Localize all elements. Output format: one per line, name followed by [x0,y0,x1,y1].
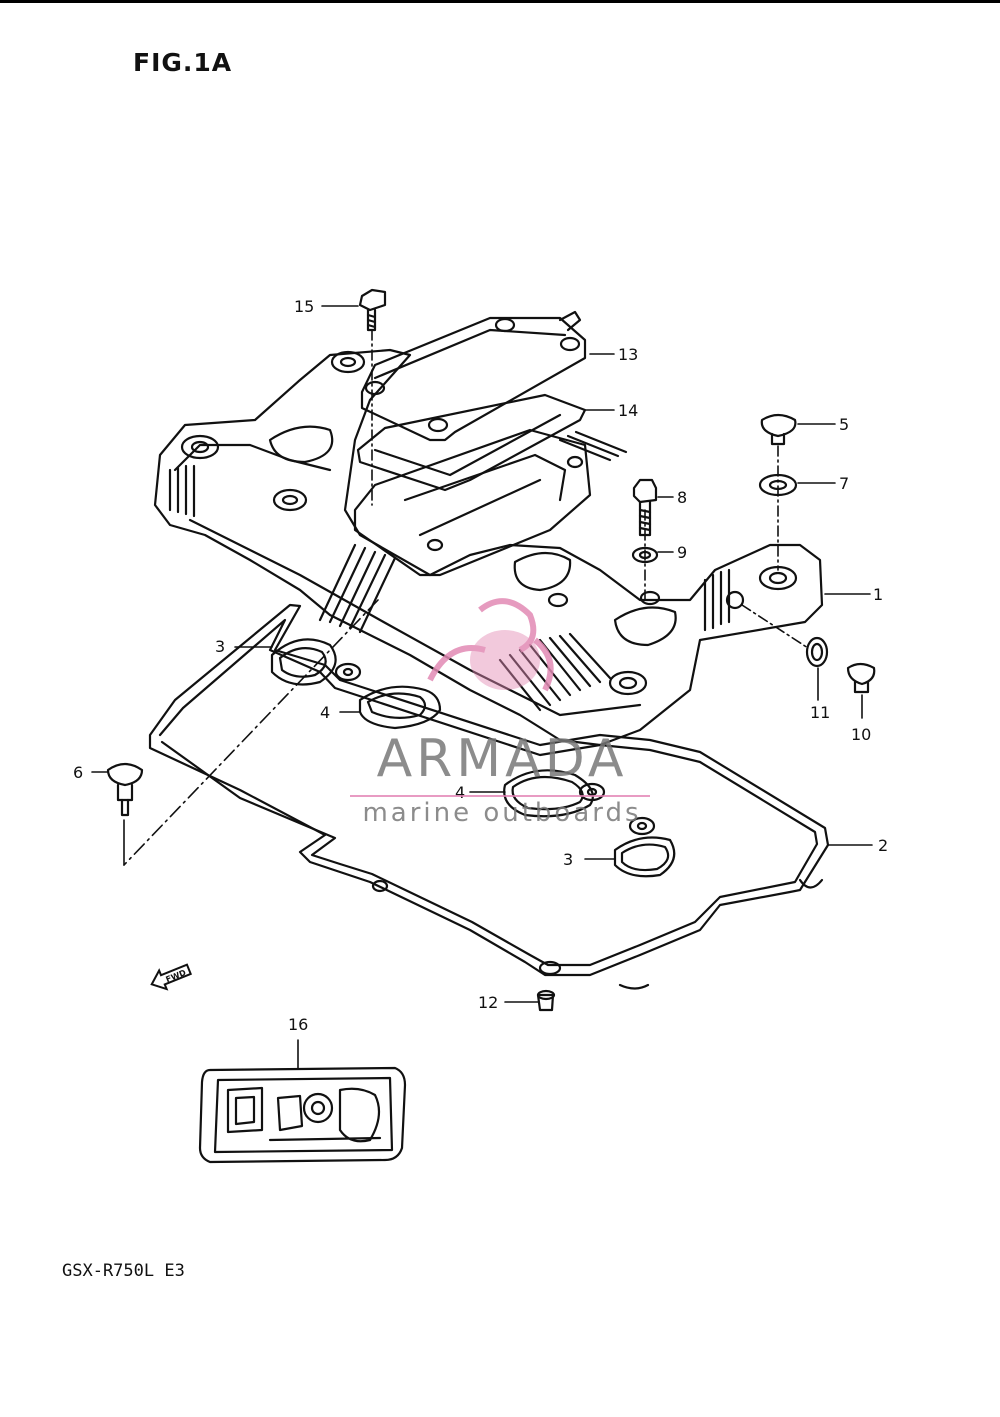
callout-16: 16 [288,1015,308,1034]
callout-4b: 4 [455,783,465,802]
callout-12: 12 [478,993,498,1012]
armada-logo-icon [427,598,554,692]
bolt-6 [106,762,144,817]
watermark-brand: ARMADA [376,729,628,789]
callout-4a: 4 [320,703,330,722]
callout-labels: 1 2 3 3 4 4 5 6 7 8 9 10 11 12 13 14 15 … [73,297,888,1034]
leader-lines [91,305,873,1069]
callout-9: 9 [677,543,687,562]
callout-11: 11 [810,703,830,722]
callout-5: 5 [839,415,849,434]
bolt-15 [358,288,387,332]
fwd-label: FWD [165,968,188,984]
breather-housing [353,428,592,577]
callout-1: 1 [873,585,883,604]
callout-6: 6 [73,763,83,782]
watermark-divider [350,795,650,797]
o-ring-11 [805,636,829,668]
cover-bolt-5 [760,413,797,446]
gasket-set [198,1066,407,1164]
head-cover-gasket [148,603,830,990]
callout-8: 8 [677,488,687,507]
callout-3b: 3 [563,850,573,869]
callout-10: 10 [851,725,871,744]
callout-14: 14 [618,401,638,420]
callout-2: 2 [878,836,888,855]
dowel-12 [536,989,556,1012]
breather-cover [360,310,587,442]
cam-end-caps [270,638,676,878]
callout-7: 7 [839,474,849,493]
fwd-arrow-icon: FWD [150,963,193,991]
model-code: GSX-R750L E3 [62,1261,185,1281]
callout-3a: 3 [215,637,225,656]
figure-title: FIG.1A [133,48,233,77]
breather-gasket [356,393,587,492]
top-border [0,0,1000,3]
plug-10 [846,662,876,694]
cylinder-head-cover [153,348,824,747]
callout-15: 15 [294,297,314,316]
watermark-tagline: marine outboards [362,798,642,828]
callout-13: 13 [618,345,638,364]
